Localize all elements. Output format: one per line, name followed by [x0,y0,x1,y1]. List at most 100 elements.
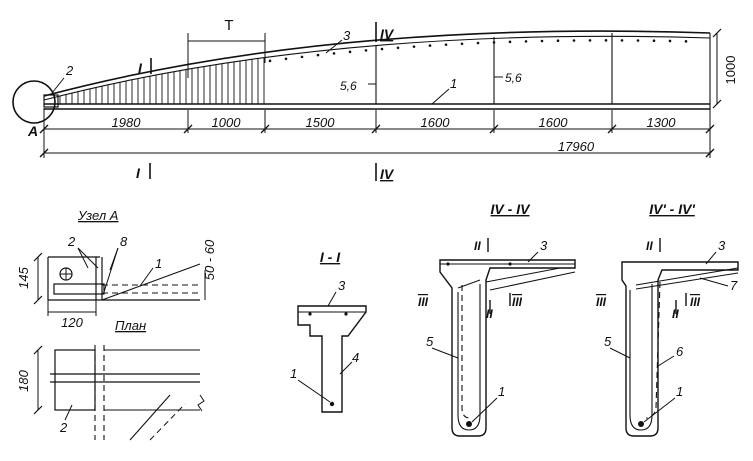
node-a-circle [12,80,56,124]
plan-diagonal-2 [149,403,186,441]
section-mark-iv-bottom: IV [380,166,395,182]
dimension-tick [705,148,715,158]
plan-block [54,349,96,411]
plan-leader-2 [64,404,73,421]
anchor-dot [476,41,480,45]
section-ivp-slope-2 [635,272,739,290]
node-a-label-8: 8 [120,234,128,249]
section-iv-iv: IV - IV II II III III 3 5 1 [418,201,576,437]
segment-label-2: 1000 [212,115,242,130]
section-i-title: I - I [320,249,341,265]
section-i-leader-4 [339,361,353,375]
node-a-leader-2b [77,247,99,269]
anchor-dot [572,39,576,42]
label-1: 1 [450,76,457,91]
anchor-dot [556,39,560,42]
t-label: T [224,17,233,34]
node-a-leader-1 [139,267,154,287]
anchor-dot [652,39,656,42]
anchor-dot [348,50,352,54]
anchor-dot [396,46,400,50]
section-iv-label-1: 1 [498,384,505,399]
section-ivp-rebar [638,421,644,427]
section-ivp-stirrup-loop [629,414,653,431]
plan-detail: План 2 180 [16,318,205,441]
node-a-dim-145-label: 145 [16,266,31,288]
plan-label-2: 2 [59,420,68,435]
section-iv-rebar [466,421,472,427]
anchor-dot [380,47,384,51]
plan-dim-180-tick-top [33,345,43,355]
node-a-dim-145-tick-bottom [33,295,43,305]
segment-label-1: 1980 [112,115,142,130]
top-chord-inner [43,35,711,101]
plan-diagonal [129,394,171,441]
anchor-dot [508,40,512,44]
section-iv-dot-1 [446,262,450,266]
anchor-dot [604,39,608,42]
anchor-dots [268,39,688,63]
section-ivp-leader-5 [609,347,631,359]
anchor-dot [524,40,528,43]
anchor-dot [620,39,624,42]
section-i-leader-3 [327,291,337,307]
plan-dim-180-label: 180 [16,369,31,391]
anchor-dot [332,52,336,55]
segment-label-5: 1600 [539,115,569,130]
plan-dim-180-tick-bottom [33,405,43,415]
segment-label-3: 1500 [306,115,336,130]
section-i-label-1: 1 [290,366,297,381]
anchor-dot [540,39,544,43]
section-ivp-label-6: 6 [676,344,684,359]
section-iv-leader-3 [527,251,539,263]
section-ivp-label-7: 7 [730,278,738,293]
section-ivp-leader-7 [699,277,729,287]
section-iv-slope-1 [485,267,561,283]
node-a-label-1: 1 [155,256,162,271]
anchor-dot [284,57,288,61]
total-length-label: 17960 [558,139,595,154]
support-block [43,94,59,108]
label-3: 3 [343,28,351,43]
node-a-detail: Узел А 2 8 1 145 50 - 60 120 [16,208,217,330]
section-i-shape [297,305,367,413]
segment-label-6: 1300 [647,115,677,130]
node-a-dim-145-tick-top [33,252,43,262]
section-iv-stirrup-loop [457,414,481,431]
section-iv-stirrup-top [457,279,481,289]
section-ivp-leader-3 [705,251,717,265]
section-iv-label-5: 5 [426,334,434,349]
leader-1 [431,88,450,105]
top-chord [43,30,711,97]
height-tick-top [712,28,722,38]
section-ivp-label-3: 3 [718,238,726,253]
section-i-dot-1 [308,312,312,316]
anchor-dot [588,39,592,42]
section-iv-outline [439,259,576,437]
node-a-dim-120-label: 120 [61,315,83,330]
segment-label-4: 1600 [421,115,451,130]
main-elevation: T I 2 A 3 IV 5,6 5,6 1 1000 1980 [12,17,738,182]
anchor-dot [364,49,368,52]
height-tick-bottom [712,99,722,109]
section-iv-mark-ii-top: II [474,239,481,253]
section-mark-i-bottom: I [136,165,141,181]
section-iv-leader-1 [471,397,498,423]
anchor-dot [428,44,432,47]
node-a-dim-gap-label: 50 - 60 [202,239,217,280]
section-ivp-label-5: 5 [604,334,612,349]
section-i-label-3: 3 [338,278,346,293]
section-iv-dot-2 [508,262,512,266]
anchor-dot [316,53,320,57]
section-ivp-label-1: 1 [676,384,683,399]
section-iv-mark-iii-right: III [512,295,523,309]
node-a-label-2: 2 [67,234,76,249]
dimension-tick [39,124,49,134]
anchor-dot [668,39,672,43]
section-iv-leader-5 [431,347,459,359]
section-iv-slope-2 [489,271,576,291]
node-a-title: Узел А [77,208,118,223]
section-i-leader-1 [297,379,331,403]
label-2: 2 [65,63,74,78]
